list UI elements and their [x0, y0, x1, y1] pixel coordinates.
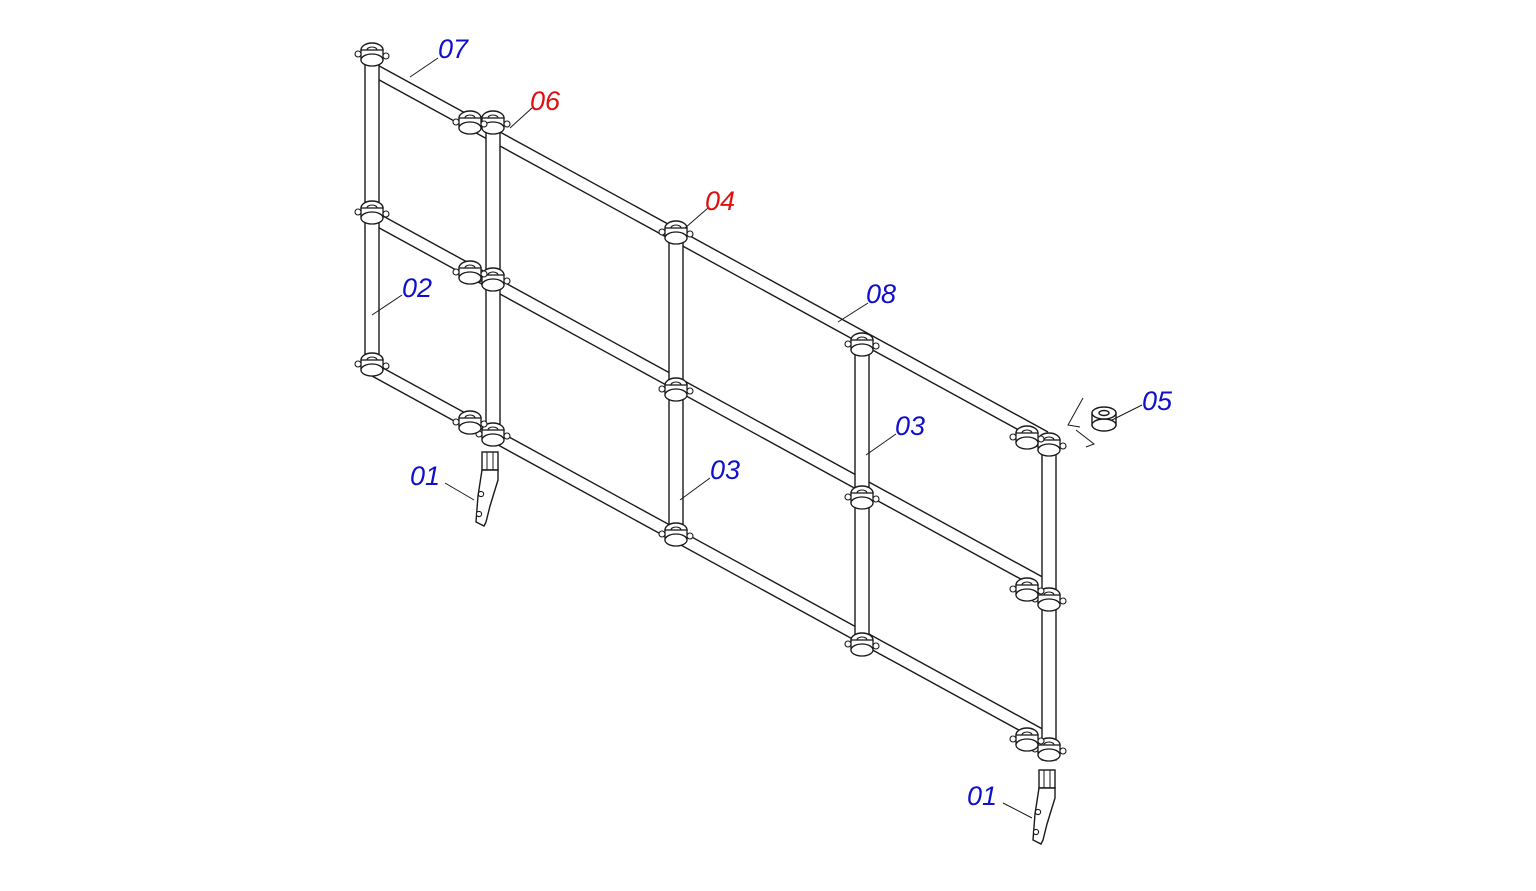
- label-04: 04: [705, 186, 735, 216]
- leader-lines: [371, 57, 1143, 819]
- label-03-left: 03: [710, 455, 740, 485]
- label-02: 02: [402, 273, 432, 303]
- label-06: 06: [530, 86, 561, 116]
- label-08: 08: [866, 279, 896, 309]
- label-01-left: 01: [410, 461, 440, 491]
- end-cap: [1091, 406, 1117, 432]
- end-cap-break-lines: [1067, 397, 1096, 448]
- label-07: 07: [438, 34, 469, 64]
- label-01-right: 01: [967, 781, 997, 811]
- base-plate-right: [1032, 769, 1056, 845]
- base-plate-left: [475, 451, 499, 527]
- label-03-right: 03: [895, 411, 925, 441]
- clamp-fittings: [354, 42, 1067, 762]
- label-05: 05: [1142, 386, 1173, 416]
